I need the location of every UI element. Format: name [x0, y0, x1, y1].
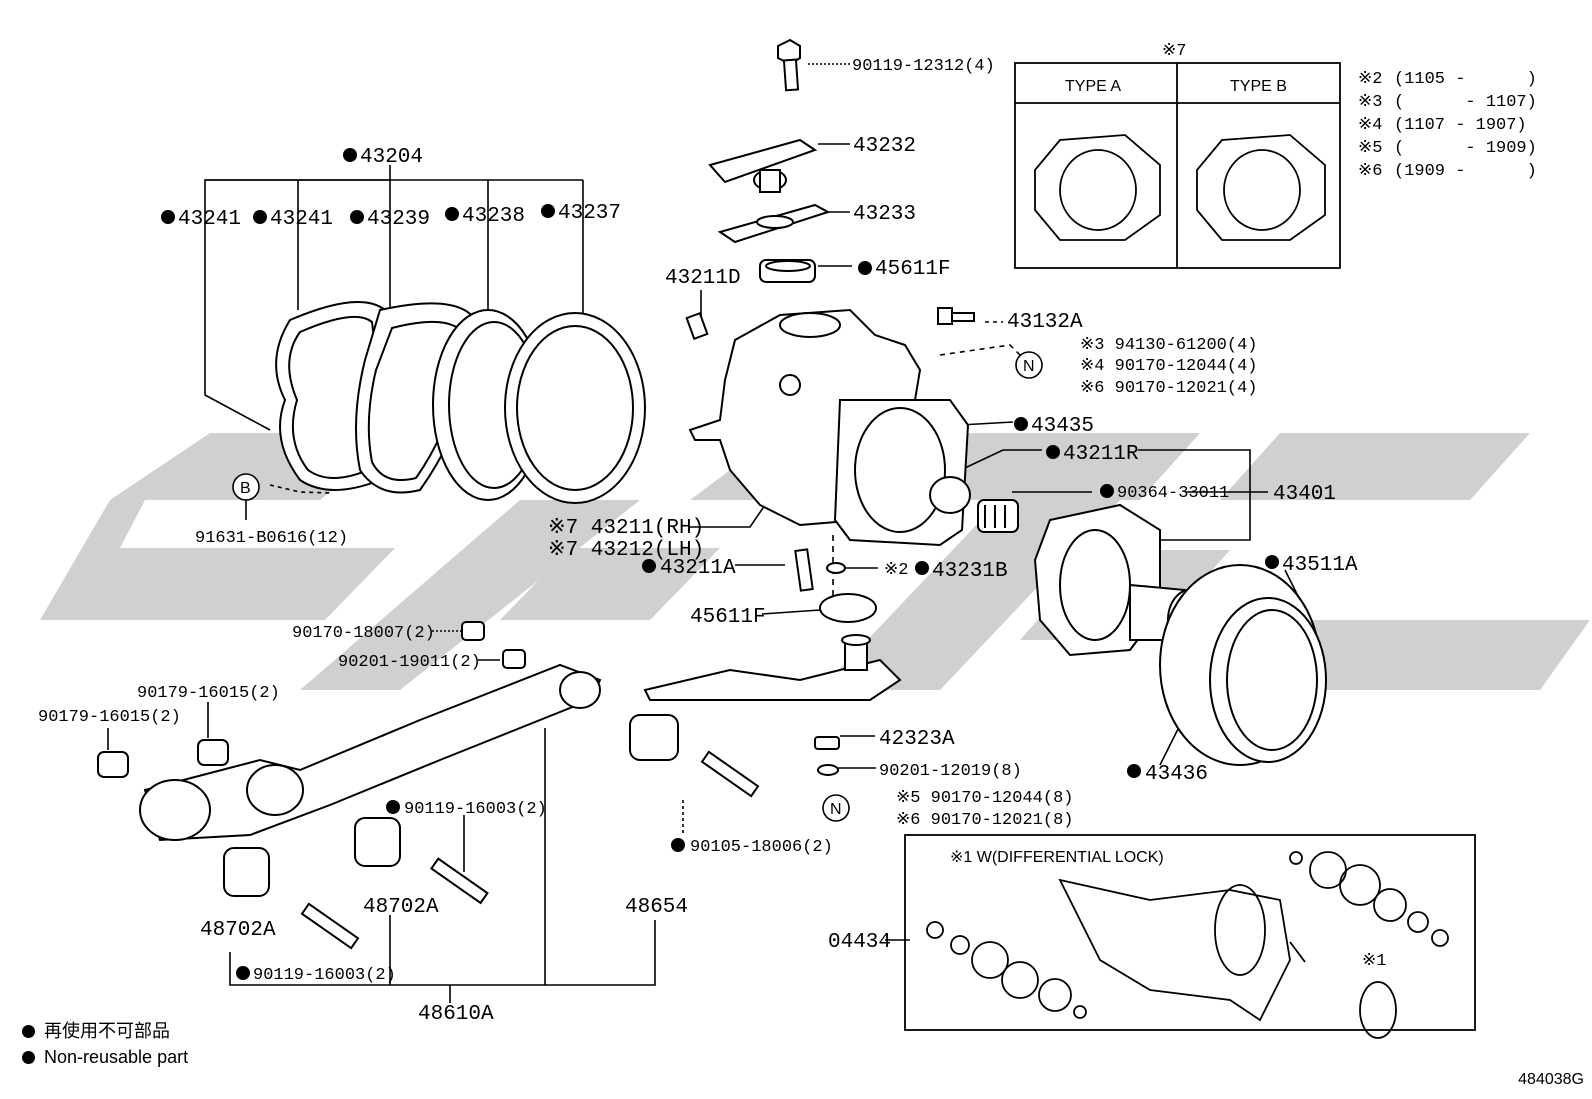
label-90201-12019: 90201-12019(8) — [879, 762, 1022, 781]
date-note-mark: ※3 — [1358, 93, 1382, 112]
date-note-mark: ※5 — [1358, 139, 1382, 158]
label-43132a: 43132A — [1007, 311, 1083, 334]
label-90119-12312: 90119-12312(4) — [852, 57, 995, 76]
type-box-note: ※7 — [1162, 42, 1186, 61]
label-note1: ※1 — [1362, 952, 1386, 971]
label-90119-16003-b: 90119-16003(2) — [253, 966, 396, 985]
label-43241-b: 43241 — [270, 208, 333, 231]
label-43233: 43233 — [853, 203, 916, 226]
label-43231b: 43231B — [932, 560, 1008, 583]
type-box — [1014, 62, 1341, 269]
date-notes: ※2 (1105 - ) ※3 ( - 1107) ※4 (1107 - 190… — [1358, 70, 1537, 181]
legend-row-en: Non-reusable part — [22, 1044, 188, 1070]
non-reusable-dots — [161, 148, 1279, 980]
part-48610a-arm — [139, 663, 602, 842]
part-43132a-bolt — [937, 307, 975, 325]
part-bearing-43211r — [977, 499, 1019, 533]
label-43211d: 43211D — [665, 267, 741, 290]
label-48702a-b: 48702A — [363, 896, 439, 919]
part-43233-gasket — [717, 203, 831, 244]
label-04434: 04434 — [828, 931, 891, 954]
leader-lines — [107, 63, 1301, 1003]
label-90105-18006: 90105-18006(2) — [690, 838, 833, 857]
date-note-mark: ※2 — [1358, 70, 1382, 89]
label-43237: 43237 — [558, 202, 621, 225]
circle-b-marker — [232, 473, 260, 501]
circle-n-label-bottom: N — [830, 801, 842, 818]
date-note-range: (1107 - 1907) — [1394, 116, 1527, 135]
label-45611f-top: 45611F — [875, 258, 951, 281]
label-48702a-a: 48702A — [200, 919, 276, 942]
label-43212-lh: ※7 43212(LH) — [548, 539, 704, 562]
part-43211d-stud — [685, 311, 709, 341]
part-45611f-bearing-top — [759, 259, 816, 283]
legend-row-jp: 再使用不可部品 — [22, 1018, 188, 1044]
legend-en-text: Non-reusable part — [44, 1047, 189, 1067]
bullet-icon — [22, 1024, 35, 1038]
label-48610a: 48610A — [418, 1003, 494, 1026]
label-43232: 43232 — [853, 135, 916, 158]
part-steering-arm — [643, 634, 902, 701]
part-43232-cap — [708, 138, 818, 193]
label-90364-33011: 90364-33011 — [1117, 484, 1229, 503]
bullet-icon — [22, 1050, 35, 1064]
label-43511a: 43511A — [1282, 554, 1358, 577]
marker-circles — [232, 351, 1043, 822]
label-43204: 43204 — [360, 146, 423, 169]
diagram-code: 484038G — [1518, 1071, 1584, 1088]
label-91631-b0616: 91631-B0616(12) — [195, 529, 348, 548]
label-45611f-bottom: 45611F — [690, 606, 766, 629]
label-90119-16003-a: 90119-16003(2) — [404, 800, 547, 819]
label-90179-16015-b: 90179-16015(2) — [38, 708, 181, 727]
part-labels: 90119-12312(4) 43204 43241 43241 43239 4… — [38, 57, 1386, 1026]
part-43511a-hub — [1159, 564, 1327, 766]
label-43211r: 43211R — [1063, 443, 1139, 466]
label-n-note6: ※6 90170-12021(4) — [1080, 379, 1257, 398]
part-bolt-top — [777, 38, 801, 92]
label-43239: 43239 — [367, 208, 430, 231]
date-note-mark: ※4 — [1358, 116, 1382, 135]
label-43211-rh: ※7 43211(RH) — [548, 517, 704, 540]
label-n-note3: ※3 94130-61200(4) — [1080, 336, 1257, 355]
label-90170-18007: 90170-18007(2) — [292, 624, 435, 643]
label-43238: 43238 — [462, 205, 525, 228]
circle-b-label: B — [240, 480, 251, 497]
label-43231b-note: ※2 — [884, 561, 908, 580]
part-shims-rings — [275, 301, 646, 504]
date-note-range: (1105 - ) — [1394, 70, 1537, 89]
diff-lock-box — [904, 834, 1476, 1039]
type-a-label: TYPE A — [1065, 78, 1121, 95]
date-note-range: ( - 1909) — [1394, 139, 1537, 158]
circle-n-marker-top — [1015, 351, 1043, 379]
date-note-range: ( - 1107) — [1394, 93, 1537, 112]
label-42323a: 42323A — [879, 728, 955, 751]
part-bushings — [97, 562, 877, 897]
legend: 再使用不可部品 Non-reusable part — [22, 1018, 188, 1070]
date-note-range: (1909 - ) — [1394, 162, 1537, 181]
label-n-note4: ※4 90170-12044(4) — [1080, 357, 1257, 376]
label-43435: 43435 — [1031, 415, 1094, 438]
label-43241-a: 43241 — [178, 208, 241, 231]
date-note-mark: ※6 — [1358, 162, 1382, 181]
label-90201-19011: 90201-19011(2) — [338, 653, 481, 672]
label-90179-16015-a: 90179-16015(2) — [137, 684, 280, 703]
label-diff-lock: ※1 W(DIFFERENTIAL LOCK) — [950, 849, 1164, 866]
label-43401: 43401 — [1273, 483, 1336, 506]
label-n2-note6: ※6 90170-12021(8) — [896, 811, 1073, 830]
legend-jp-text: 再使用不可部品 — [44, 1021, 170, 1041]
circle-n-marker-bottom — [822, 794, 850, 822]
type-b-label: TYPE B — [1230, 78, 1287, 95]
circle-n-label-top: N — [1023, 358, 1035, 375]
label-n2-note5: ※5 90170-12044(8) — [896, 789, 1073, 808]
label-43436: 43436 — [1145, 763, 1208, 786]
part-bolts-lower — [300, 548, 814, 950]
part-knuckle-housing — [688, 308, 971, 547]
label-43211a: 43211A — [660, 557, 736, 580]
label-48654: 48654 — [625, 896, 688, 919]
